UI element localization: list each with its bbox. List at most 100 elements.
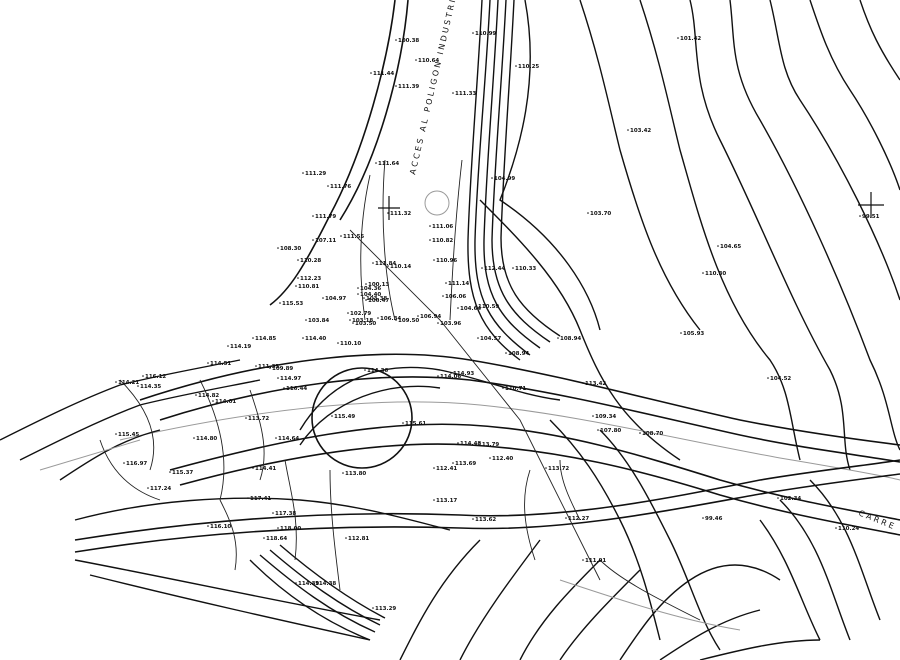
elevation-label: 108.30 <box>280 246 301 252</box>
elevation-point <box>337 342 339 344</box>
elevation-label: 114.40 <box>305 336 326 342</box>
elevation-label: 104.36 <box>360 286 381 292</box>
elevation-labels: 100.38110.64110.99111.44111.39111.33111.… <box>115 31 880 612</box>
elevation-label: 102.79 <box>350 311 371 317</box>
elevation-point <box>349 319 351 321</box>
elevation-label: 114.19 <box>230 344 251 350</box>
elevation-label: 117.24 <box>150 486 171 492</box>
elevation-label: 110.25 <box>518 64 539 70</box>
elevation-point <box>437 322 439 324</box>
elevation-point <box>402 422 404 424</box>
elevation-point <box>372 262 374 264</box>
elevation-label: 104.40 <box>360 292 381 298</box>
elevation-label: 115.61 <box>405 421 426 427</box>
elevation-point <box>475 443 477 445</box>
elevation-label: 110.64 <box>418 58 439 64</box>
elevation-point <box>481 267 483 269</box>
elevation-point <box>452 92 454 94</box>
elevation-point <box>592 415 594 417</box>
elevation-point <box>327 185 329 187</box>
elevation-point <box>277 377 279 379</box>
elevation-label: 110.99 <box>475 31 496 37</box>
elevation-point <box>702 272 704 274</box>
elevation-point <box>277 527 279 529</box>
roundabout <box>299 190 561 469</box>
elevation-point <box>835 527 837 529</box>
main-road <box>74 353 900 641</box>
elevation-label: 106.47 <box>368 298 389 304</box>
elevation-point <box>859 215 861 217</box>
elevation-label: 110.71 <box>505 386 526 392</box>
elevation-label: 111.06 <box>432 224 453 230</box>
elevation-label: 112.41 <box>436 466 457 472</box>
elevation-label: 114.41 <box>255 466 276 472</box>
elevation-label: 110.59 <box>478 304 499 310</box>
elevation-point <box>312 239 314 241</box>
elevation-label: 108.70 <box>642 431 663 437</box>
elevation-point <box>269 367 271 369</box>
elevation-point <box>582 559 584 561</box>
elevation-point <box>364 369 366 371</box>
elevation-point <box>255 365 257 367</box>
elevation-point <box>377 317 379 319</box>
elevation-label: 109.34 <box>595 414 616 420</box>
elevation-point <box>597 429 599 431</box>
elevation-label: 110.96 <box>436 258 457 264</box>
elevation-point <box>395 39 397 41</box>
elevation-label: 104.52 <box>770 376 791 382</box>
elevation-label: 103.42 <box>630 128 651 134</box>
elevation-point <box>227 345 229 347</box>
elevation-point <box>115 381 117 383</box>
elevation-point <box>627 129 629 131</box>
elevation-label: 111.33 <box>258 364 279 370</box>
elevation-label: 112.44 <box>484 266 505 272</box>
elevation-label: 99.51 <box>862 214 880 220</box>
elevation-point <box>777 497 779 499</box>
elevation-point <box>283 387 285 389</box>
elevation-point <box>302 172 304 174</box>
elevation-point <box>207 362 209 364</box>
elevation-label: 110.81 <box>298 284 319 290</box>
elevation-point <box>252 467 254 469</box>
elevation-label: 111.33 <box>455 91 476 97</box>
elevation-label: 111.32 <box>390 211 411 217</box>
elevation-label: 102.34 <box>780 496 801 502</box>
elevation-label: 111.14 <box>448 281 469 287</box>
elevation-point <box>429 225 431 227</box>
elevation-label: 114.97 <box>280 376 301 382</box>
elevation-label: 115.49 <box>334 414 355 420</box>
elevation-point <box>312 582 314 584</box>
elevation-point <box>147 487 149 489</box>
elevation-label: 117.41 <box>250 496 271 502</box>
elevation-point <box>365 283 367 285</box>
elevation-point <box>212 400 214 402</box>
elevation-label: 114.80 <box>196 436 217 442</box>
elevation-label: 114.21 <box>118 380 139 386</box>
survey-cross-markers <box>378 192 884 220</box>
elevation-point <box>387 212 389 214</box>
elevation-point <box>417 315 419 317</box>
contour-lines-east <box>479 0 900 471</box>
elevation-label: 111.79 <box>315 214 336 220</box>
elevation-label: 111.64 <box>378 161 399 167</box>
elevation-label: 108.94 <box>560 336 581 342</box>
elevation-label: 110.28 <box>300 258 321 264</box>
elevation-point <box>123 462 125 464</box>
elevation-label: 103.38 <box>366 296 387 302</box>
elevation-point <box>702 517 704 519</box>
elevation-label: 105.93 <box>683 331 704 337</box>
elevation-point <box>252 337 254 339</box>
elevation-label: 113.42 <box>585 381 606 387</box>
elevation-point <box>279 302 281 304</box>
elevation-label: 110.33 <box>515 266 536 272</box>
elevation-label: 99.46 <box>705 516 723 522</box>
elevation-label: 112.81 <box>348 536 369 542</box>
elevation-point <box>639 432 641 434</box>
elevation-label: 110.30 <box>705 271 726 277</box>
elevation-point <box>340 235 342 237</box>
elevation-point <box>433 467 435 469</box>
elevation-label: 103.96 <box>440 321 461 327</box>
elevation-label: 114.85 <box>255 336 276 342</box>
elevation-label: 106.94 <box>420 314 441 320</box>
